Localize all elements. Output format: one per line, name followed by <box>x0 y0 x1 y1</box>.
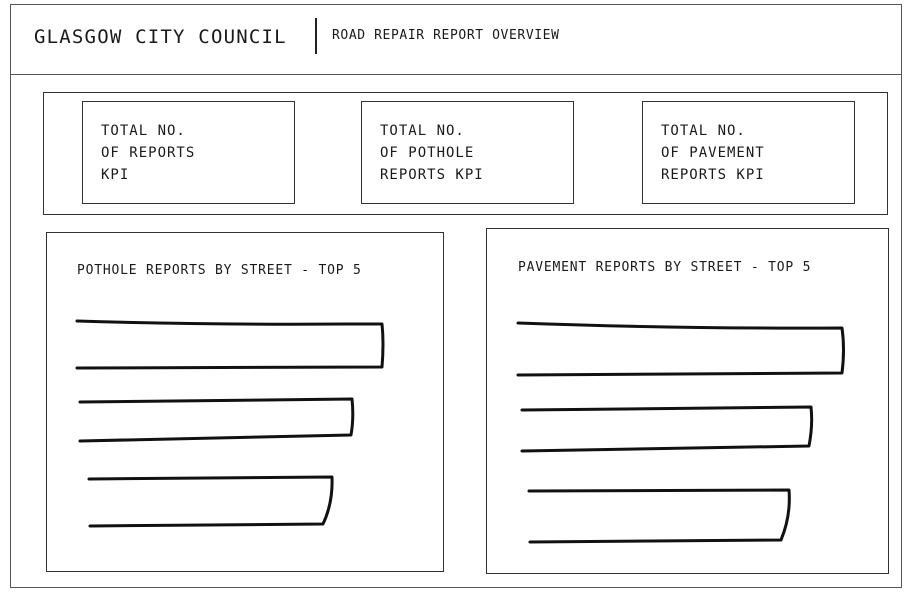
kpi-strip: TOTAL NO. OF REPORTS KPI TOTAL NO. OF PO… <box>43 92 888 215</box>
kpi-label-line: REPORTS KPI <box>380 167 484 183</box>
bar-placeholder <box>78 397 355 443</box>
pothole-chart-panel[interactable]: POTHOLE REPORTS BY STREET - TOP 5 <box>46 232 444 572</box>
app-title: GLASGOW CITY COUNCIL <box>34 26 287 48</box>
kpi-label-line: OF POTHOLE <box>380 145 475 161</box>
kpi-card-total-reports[interactable]: TOTAL NO. OF REPORTS KPI <box>82 101 295 204</box>
pavement-chart-panel[interactable]: PAVEMENT REPORTS BY STREET - TOP 5 <box>486 228 889 574</box>
bar-placeholder <box>87 475 334 528</box>
bar-placeholder <box>520 405 814 453</box>
pothole-bar-sketch <box>75 319 385 528</box>
kpi-label-line: TOTAL NO. <box>661 123 746 139</box>
dashboard-frame <box>10 4 902 588</box>
header: GLASGOW CITY COUNCIL ROAD REPAIR REPORT … <box>10 4 902 75</box>
page-subtitle: ROAD REPAIR REPORT OVERVIEW <box>332 28 560 43</box>
panel-title: PAVEMENT REPORTS BY STREET - TOP 5 <box>518 260 812 275</box>
header-divider <box>315 18 317 54</box>
kpi-label-line: OF PAVEMENT <box>661 145 765 161</box>
panel-title: POTHOLE REPORTS BY STREET - TOP 5 <box>77 263 362 278</box>
kpi-label-line: OF REPORTS <box>101 145 196 161</box>
pavement-bar-sketch <box>516 321 845 544</box>
bar-placeholder <box>516 321 845 377</box>
kpi-card-pothole-reports[interactable]: TOTAL NO. OF POTHOLE REPORTS KPI <box>361 101 574 204</box>
kpi-label-line: TOTAL NO. <box>380 123 465 139</box>
kpi-label-line: REPORTS KPI <box>661 167 765 183</box>
bar-placeholder <box>527 488 791 544</box>
bar-placeholder <box>75 319 385 370</box>
kpi-card-pavement-reports[interactable]: TOTAL NO. OF PAVEMENT REPORTS KPI <box>642 101 855 204</box>
kpi-label-line: TOTAL NO. <box>101 123 186 139</box>
kpi-label-line: KPI <box>101 167 130 183</box>
